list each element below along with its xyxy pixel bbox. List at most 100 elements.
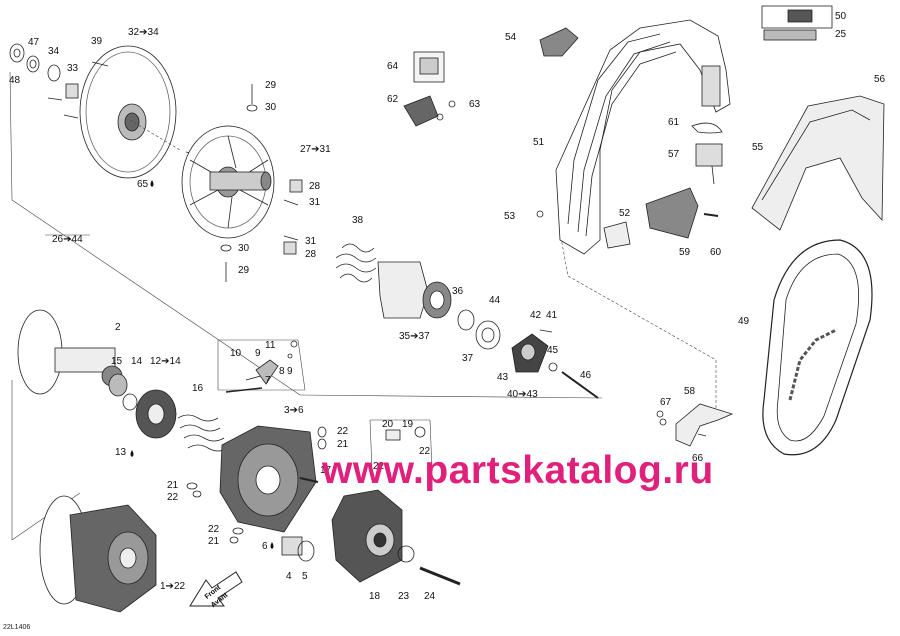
cam-35-37: [377, 261, 501, 350]
callout-35-37: 35➔37: [399, 331, 430, 342]
callout-54: 54: [505, 32, 517, 43]
lubricant-drops: [130, 180, 274, 549]
screws-29-30: [220, 84, 258, 282]
bushings-17-22: [186, 426, 327, 544]
callout-26-44: 26➔44: [52, 234, 83, 245]
callout-22-d: 22: [419, 446, 431, 457]
callout-57: 57: [668, 149, 680, 160]
spring-16: [177, 414, 229, 452]
plate-59-60: [645, 187, 719, 239]
assembled-drive-pulley: [39, 495, 157, 613]
callout-24: 24: [424, 591, 436, 602]
bearing-cup-40-43: [511, 329, 599, 399]
callout-31-b: 31: [305, 236, 317, 247]
callout-40-43: 40➔43: [507, 389, 538, 400]
callout-28: 28: [309, 181, 321, 192]
callout-13: 13: [115, 447, 127, 458]
governor-cup-18: [331, 489, 403, 583]
callout-58: 58: [684, 386, 696, 397]
callout-56: 56: [874, 74, 886, 85]
callout-65: 65: [137, 179, 149, 190]
callout-33: 33: [67, 63, 79, 74]
callout-7: 7: [265, 375, 271, 386]
callout-59: 59: [679, 247, 691, 258]
callout-22-b: 22: [167, 492, 179, 503]
callout-64: 64: [387, 61, 399, 72]
callout-53: 53: [504, 211, 516, 222]
drive-parts-12-15: [108, 373, 177, 439]
callout-41: 41: [546, 310, 558, 321]
callout-52: 52: [619, 208, 631, 219]
arm-and-pins-7-11: [225, 340, 298, 393]
callout-45: 45: [547, 345, 559, 356]
front-arrow-label: Front Avant: [190, 584, 236, 615]
cam-spider-assembly: [181, 125, 275, 239]
callout-21-b: 21: [167, 480, 179, 491]
front-arrow: [189, 571, 243, 607]
callout-8: 8: [279, 366, 285, 377]
callout-1-22: 1➔22: [160, 581, 186, 592]
callout-34: 34: [48, 46, 60, 57]
callout-11: 11: [265, 340, 276, 351]
callout-62: 62: [387, 94, 399, 105]
callout-16: 16: [192, 383, 204, 394]
callout-21: 21: [337, 439, 349, 450]
knob-54: [539, 27, 579, 57]
callout-25: 25: [835, 29, 847, 40]
callout-14: 14: [131, 356, 143, 367]
bracket-58: [656, 403, 734, 447]
callout-55: 55: [752, 142, 764, 153]
spring-38: [335, 243, 377, 283]
decal-64: [413, 51, 445, 83]
guard-51: [555, 19, 731, 255]
callout-43: 43: [497, 372, 509, 383]
driven-pulley-sheave: [79, 45, 177, 179]
callout-39: 39: [91, 36, 103, 47]
callout-30-b: 30: [238, 243, 250, 254]
callout-29-b: 29: [238, 265, 250, 276]
callout-2: 2: [115, 322, 121, 333]
callout-48: 48: [9, 75, 21, 86]
callout-28-b: 28: [305, 249, 317, 260]
callout-20: 20: [382, 419, 394, 430]
callout-22-c: 22: [208, 524, 220, 535]
washers-47-48: [9, 43, 79, 99]
callout-9-b: 9: [287, 366, 293, 377]
callout-29: 29: [265, 80, 277, 91]
callout-10: 10: [230, 348, 242, 359]
callout-5: 5: [302, 571, 308, 582]
brackets-57-61: [691, 122, 723, 185]
callout-38: 38: [352, 215, 364, 226]
callout-3-6: 3➔6: [284, 405, 304, 416]
movable-sheave-3-6: [219, 425, 317, 533]
callout-47: 47: [28, 37, 40, 48]
callout-36: 36: [452, 286, 464, 297]
callout-22-e: 22: [373, 461, 385, 472]
callout-18: 18: [369, 591, 381, 602]
callout-30: 30: [265, 102, 277, 113]
callout-66: 66: [692, 453, 704, 464]
callout-12-14: 12➔14: [150, 356, 181, 367]
callout-50: 50: [835, 11, 847, 22]
callout-67: 67: [660, 397, 672, 408]
callout-61: 61: [668, 117, 680, 128]
callout-46: 46: [580, 370, 592, 381]
callout-51: 51: [533, 137, 545, 148]
callout-6: 6: [262, 541, 268, 552]
callout-32-34: 32➔34: [128, 27, 159, 38]
callout-19: 19: [402, 419, 414, 430]
callout-27-31: 27➔31: [300, 144, 331, 155]
drive-pulley-fixed-sheave: [17, 309, 123, 395]
callout-31: 31: [309, 197, 321, 208]
bushing-4-5: [281, 536, 315, 562]
callout-22: 22: [337, 426, 349, 437]
callout-23: 23: [398, 591, 410, 602]
leader-lines: [9, 71, 717, 541]
callout-21-c: 21: [208, 536, 220, 547]
callout-49: 49: [738, 316, 750, 327]
callout-15: 15: [111, 356, 123, 367]
callout-17: 17: [320, 465, 332, 476]
drive-belt-49: [762, 239, 873, 456]
